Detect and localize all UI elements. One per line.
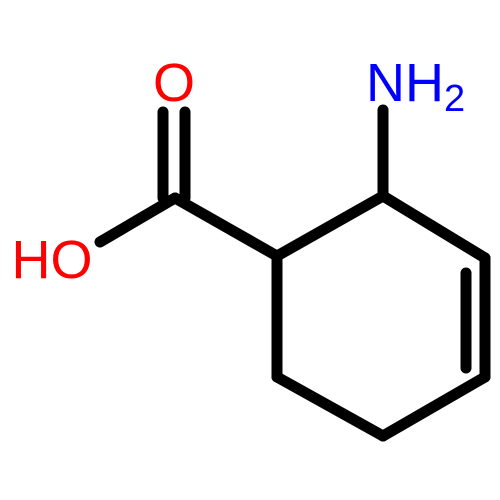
amine-label-main: NH [366,53,444,113]
bond-c3-c4-double [460,252,491,383]
atom-label-amine: NH2 [366,53,465,120]
atom-label-carbonyl-o: O [153,53,195,113]
bond-carboxyl-o-double [157,106,191,204]
bond-carboxyl-oh [94,192,181,248]
amine-label-subscript: 2 [444,78,465,120]
bond-c2-c3 [377,190,491,264]
bond-c1-carboxyl [169,192,283,262]
bond-c5-c6 [271,371,389,442]
bond-c4-c5 [377,371,491,442]
bond-c1-c2 [271,190,389,262]
atom-label-hydroxyl: HO [12,230,93,290]
